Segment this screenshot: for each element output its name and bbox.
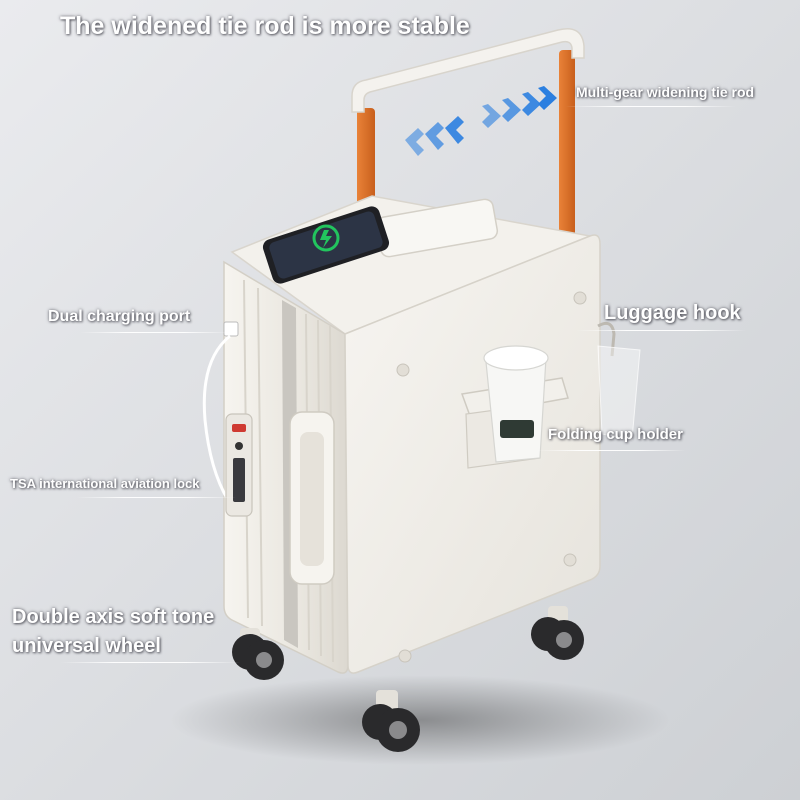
- callout-wheel-line2: universal wheel: [12, 635, 161, 657]
- callout-tsa-lock: TSA international aviation lock: [10, 476, 200, 491]
- wheels: [232, 606, 584, 752]
- side-handle: [289, 411, 335, 585]
- callout-tie-rod: Multi-gear widening tie rod: [576, 84, 755, 100]
- leader-line-cup-holder: [536, 450, 686, 451]
- leader-line-tie-rod: [566, 106, 736, 107]
- leader-line-charging-port: [80, 332, 230, 333]
- headline: The widened tie rod is more stable: [60, 12, 470, 40]
- phone-charging: [262, 206, 390, 284]
- leader-line-tsa-lock: [76, 497, 236, 498]
- floor-shadow: [170, 675, 670, 765]
- wireless-charging-icon: [312, 224, 340, 252]
- leader-line-luggage-hook: [576, 330, 746, 331]
- callout-charging-port: Dual charging port: [48, 308, 191, 325]
- callout-cup-holder: Folding cup holder: [548, 426, 683, 443]
- callout-universal-wheel: Double axis soft tone universal wheel: [12, 603, 214, 661]
- tsa-lock: [225, 413, 253, 517]
- callout-wheel-line1: Double axis soft tone: [12, 606, 215, 628]
- double-chevron-left-icon: [405, 116, 464, 156]
- leader-line-universal-wheel: [60, 662, 240, 663]
- callout-luggage-hook: Luggage hook: [604, 302, 741, 324]
- cup-holder: [460, 345, 569, 469]
- double-chevron-right-icon: [482, 86, 557, 128]
- luggage-hook: [597, 321, 641, 441]
